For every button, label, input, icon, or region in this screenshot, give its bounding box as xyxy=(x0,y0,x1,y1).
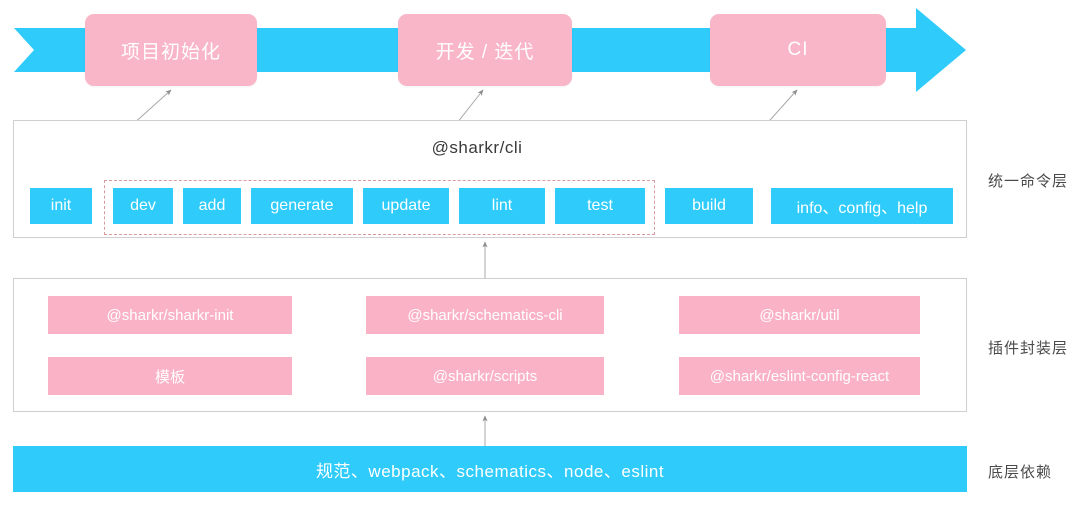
command-layer-title: @sharkr/cli xyxy=(431,138,523,157)
command-chip-label: update xyxy=(381,197,431,214)
process-stage-development[interactable]: 开发 / 迭代 xyxy=(398,14,572,86)
plugin-box-label: 模板 xyxy=(154,368,185,386)
command-chip-init[interactable]: init xyxy=(30,188,92,224)
plugin-box-label: @sharkr/util xyxy=(759,306,840,324)
command-chip-label: info、config、help xyxy=(796,200,928,217)
command-chip-test[interactable]: test xyxy=(555,188,645,224)
command-chip-label: lint xyxy=(491,197,513,214)
command-chip-build[interactable]: build xyxy=(665,188,753,224)
command-chip-label: add xyxy=(198,197,226,214)
command-chip-label: generate xyxy=(270,197,334,214)
command-chip-label: dev xyxy=(130,197,156,214)
layer-caption-dependency: 底层依赖 xyxy=(988,464,1053,481)
command-chip-generate[interactable]: generate xyxy=(251,188,353,224)
dependency-layer-label: 规范、webpack、schematics、node、eslint xyxy=(315,461,665,481)
process-stage-ci[interactable]: CI xyxy=(710,14,886,86)
process-stage-label: 项目初始化 xyxy=(120,41,221,63)
command-chip-dev[interactable]: dev xyxy=(113,188,173,224)
plugin-box-label: @sharkr/scripts xyxy=(432,367,538,385)
command-chip-lint[interactable]: lint xyxy=(459,188,545,224)
command-chip-info-config-help[interactable]: info、config、help xyxy=(771,188,953,224)
command-chip-label: build xyxy=(692,197,726,214)
command-chip-update[interactable]: update xyxy=(363,188,449,224)
dependency-layer-bar[interactable]: 规范、webpack、schematics、node、eslint xyxy=(13,446,967,492)
plugin-box-label: @sharkr/sharkr-init xyxy=(106,306,234,324)
plugin-box-util[interactable]: @sharkr/util xyxy=(679,296,920,334)
plugin-box-sharkr-init[interactable]: @sharkr/sharkr-init xyxy=(48,296,292,334)
command-group-dashed-box xyxy=(104,180,655,235)
plugin-box-label: @sharkr/schematics-cli xyxy=(407,306,563,324)
plugin-box-eslint-config-react[interactable]: @sharkr/eslint-config-react xyxy=(679,357,920,395)
plugin-box-template[interactable]: 模板 xyxy=(48,357,292,395)
process-stage-label: CI xyxy=(787,39,809,60)
layer-caption-plugin: 插件封装层 xyxy=(988,340,1069,357)
command-chip-label: init xyxy=(50,197,72,214)
plugin-box-label: @sharkr/eslint-config-react xyxy=(709,367,890,385)
layer-caption-command: 统一命令层 xyxy=(988,173,1069,190)
command-chip-add[interactable]: add xyxy=(183,188,241,224)
command-chip-label: test xyxy=(587,197,613,214)
plugin-box-scripts[interactable]: @sharkr/scripts xyxy=(366,357,604,395)
process-stage-label: 开发 / 迭代 xyxy=(435,41,535,63)
plugin-box-schematics-cli[interactable]: @sharkr/schematics-cli xyxy=(366,296,604,334)
process-stage-project-init[interactable]: 项目初始化 xyxy=(85,14,257,86)
